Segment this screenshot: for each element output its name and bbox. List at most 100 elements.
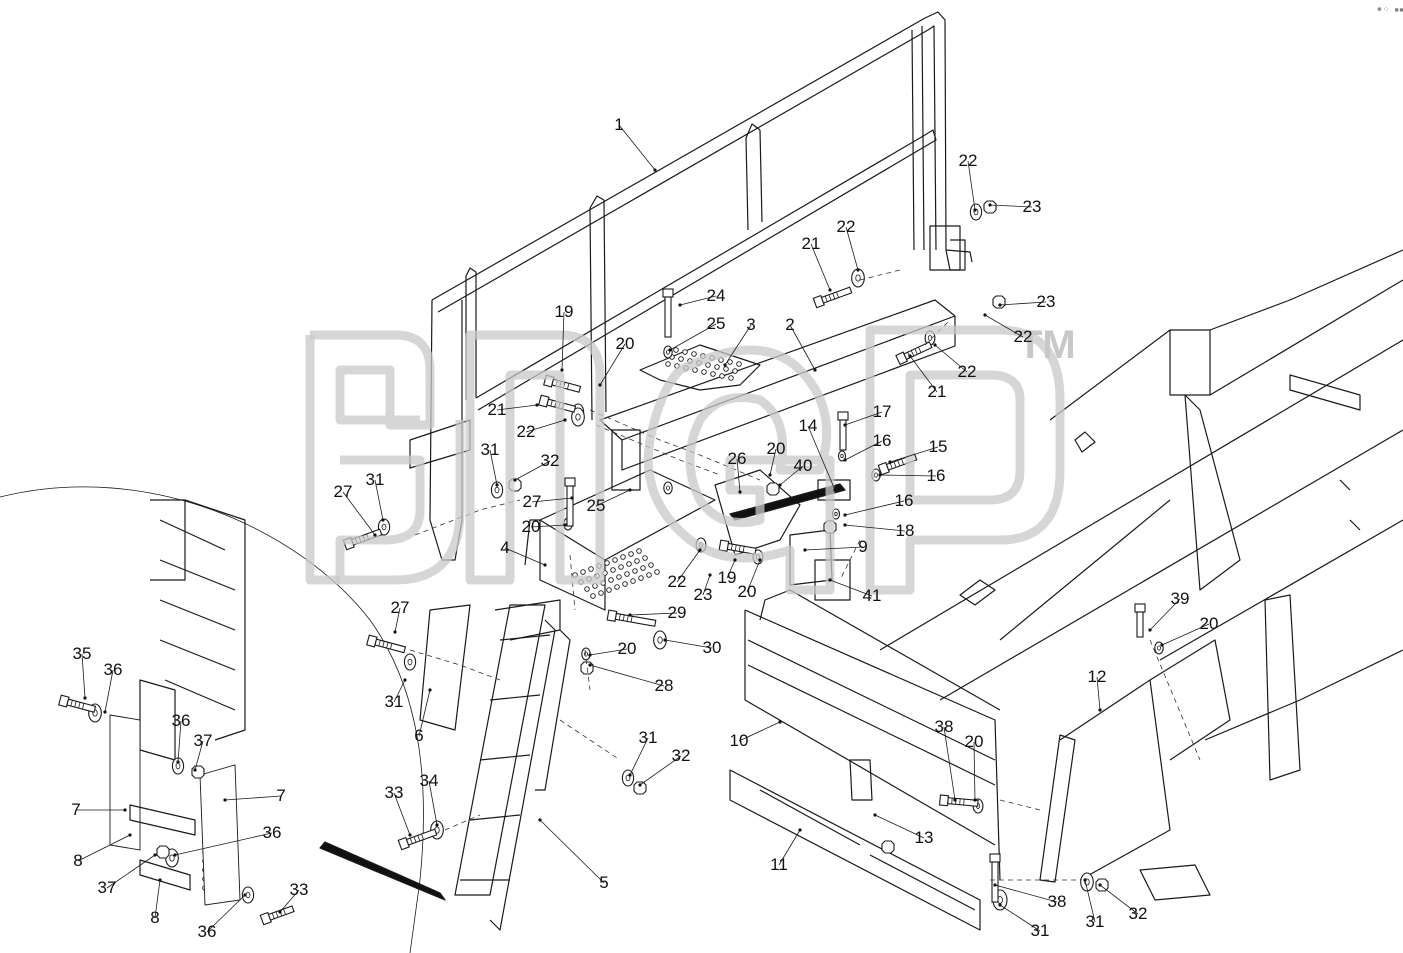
- watermark-logo: TM: [305, 323, 1076, 595]
- callout-label: 15: [929, 437, 948, 456]
- callout-label: 31: [1086, 912, 1105, 931]
- perforation-hole: [630, 578, 636, 584]
- callout-label: 36: [104, 660, 123, 679]
- callout-label: 6: [414, 726, 423, 745]
- callout-label: 31: [481, 440, 500, 459]
- callout-leader: [804, 546, 864, 551]
- callout-leader: [999, 301, 1047, 306]
- bolt: [938, 794, 979, 807]
- callout-leader: [967, 160, 976, 211]
- callout-label: 4: [500, 538, 509, 557]
- callout-leader: [664, 639, 713, 649]
- leader-dot: [988, 203, 992, 207]
- perforation-hole: [723, 366, 729, 372]
- leader-dot: [998, 303, 1002, 307]
- callout-label: 31: [639, 728, 658, 747]
- leader-dot: [1098, 708, 1102, 712]
- callout-leader: [279, 889, 300, 913]
- perforation-hole: [590, 593, 596, 599]
- callout-label: 22: [668, 572, 687, 591]
- callout-label: 12: [1088, 667, 1107, 686]
- leader-dot: [403, 678, 407, 682]
- washer-hole: [407, 658, 413, 666]
- leader-dot: [570, 496, 574, 500]
- callout-label: 21: [802, 234, 821, 253]
- callout-label: 33: [385, 783, 404, 802]
- callout-leader: [909, 355, 938, 393]
- leader-dot: [843, 523, 847, 527]
- washer-hole: [840, 453, 844, 459]
- callout-leader: [746, 559, 761, 593]
- perforation-hole: [642, 555, 648, 561]
- callout-leader: [489, 449, 498, 486]
- washer: [851, 268, 865, 288]
- leader-dot: [843, 423, 847, 427]
- callout-leader: [1099, 884, 1139, 915]
- callout-leader: [779, 465, 804, 486]
- bolt: [366, 634, 407, 654]
- perforation-hole: [626, 561, 632, 567]
- callout-label: 9: [858, 537, 867, 556]
- callout-leader: [629, 737, 649, 776]
- nut: [1095, 878, 1109, 892]
- leader-dot: [83, 696, 87, 700]
- leader-dot: [678, 303, 682, 307]
- perforation-hole: [678, 356, 684, 362]
- leader-dot: [223, 798, 227, 802]
- callout-leader: [999, 904, 1041, 932]
- bolt: [259, 905, 295, 926]
- callout-leader: [561, 311, 565, 371]
- washer: [403, 653, 417, 671]
- leader-dot: [128, 833, 132, 837]
- callout-leader: [104, 669, 114, 713]
- leader-dot: [778, 483, 782, 487]
- callout-leader: [769, 448, 777, 476]
- callout-label: 31: [385, 692, 404, 711]
- callout-leader: [154, 879, 161, 919]
- perforation-hole: [634, 558, 640, 564]
- perforation-hole: [640, 565, 646, 571]
- perforation-hole: [654, 569, 660, 575]
- corner-mark: ⁕⁘ ▪▪▪: [1376, 5, 1403, 14]
- callout-label: 20: [738, 582, 757, 601]
- perforation-hole: [588, 566, 594, 572]
- nut: [766, 482, 780, 496]
- callout-leader: [599, 343, 626, 386]
- vertical-bolt: [1134, 603, 1146, 638]
- leader-dot: [588, 653, 592, 657]
- callout-leader: [177, 720, 182, 763]
- perforation-hole: [732, 368, 738, 374]
- callout-label: 16: [873, 431, 892, 450]
- callout-leader: [844, 411, 883, 426]
- perforation-hole: [665, 361, 671, 367]
- leader-dot: [698, 548, 702, 552]
- leader-dot: [888, 460, 892, 464]
- perforation-hole: [710, 371, 716, 377]
- perforation-hole: [632, 568, 638, 574]
- callout-label: 23: [1037, 292, 1056, 311]
- callout-label: 8: [73, 851, 82, 870]
- leader-dot: [1083, 878, 1087, 882]
- callout-leader: [943, 726, 956, 801]
- callout-label: 22: [959, 151, 978, 170]
- vertical-bolt: [564, 477, 576, 527]
- callout-leader: [530, 524, 566, 528]
- leader-dot: [843, 513, 847, 517]
- callout-leader: [807, 425, 836, 491]
- washer-hole: [584, 651, 588, 657]
- callout-leader: [702, 574, 711, 596]
- callout-label: 25: [587, 496, 606, 515]
- washer-hole: [1157, 645, 1161, 651]
- perforation-hole: [728, 375, 734, 381]
- callout-leader: [676, 549, 701, 583]
- washer: [663, 345, 673, 359]
- callout-label: 21: [488, 400, 507, 419]
- washer: [241, 886, 255, 904]
- leader-dot: [381, 518, 385, 522]
- callout-leaders: [76, 124, 1210, 933]
- callout-label: 37: [194, 731, 213, 750]
- callout-leader: [374, 479, 384, 521]
- callout-label: 2: [785, 315, 794, 334]
- callout-leader: [829, 579, 873, 597]
